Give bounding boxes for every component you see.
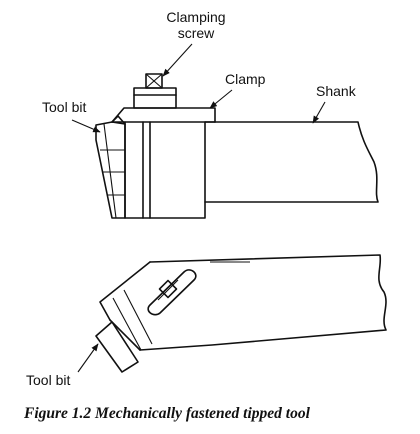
leader-shank: [312, 101, 326, 124]
clamp-side: [111, 107, 216, 123]
shank-plan: [139, 254, 387, 351]
shank-side: [204, 121, 379, 203]
tool-bit-side: [95, 121, 126, 219]
leader-tool-bit-bottom: [77, 343, 99, 373]
plan-view: [95, 254, 387, 373]
clamp-block: [124, 121, 206, 219]
clamp-slot: [147, 269, 197, 316]
label-tool-bit-top: Tool bit: [42, 99, 86, 115]
leader-clamping-screw: [162, 43, 193, 77]
leader-clamp: [209, 89, 233, 109]
leader-tool-bit-top: [71, 119, 101, 133]
screw-plan: [158, 279, 178, 299]
figure-caption: Figure 1.2 Mechanically fastened tipped …: [23, 405, 311, 422]
label-shank: Shank: [316, 83, 357, 99]
label-clamp: Clamp: [225, 71, 266, 87]
side-view: [95, 73, 379, 219]
label-clamping-screw-1: Clamping: [166, 9, 225, 25]
tool-bit-plan: [95, 321, 139, 373]
label-clamping-screw-2: screw: [178, 25, 215, 41]
screw-cap: [145, 73, 163, 89]
screw-head: [133, 87, 177, 109]
label-tool-bit-bottom: Tool bit: [26, 372, 70, 388]
